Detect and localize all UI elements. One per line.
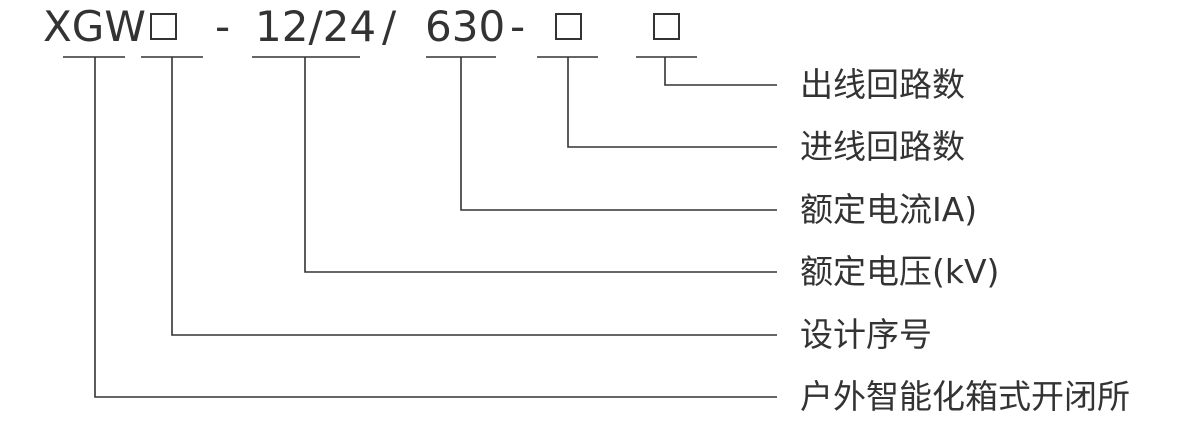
model-slash: / <box>382 2 397 51</box>
model-dash-2: - <box>510 2 526 51</box>
leader-design-serial <box>171 57 777 336</box>
design-serial-box <box>150 13 177 40</box>
outgoing-circuits-box <box>653 13 680 40</box>
leader-incoming <box>567 57 777 148</box>
leader-current <box>460 57 777 211</box>
leader-prefix <box>94 57 777 398</box>
model-voltage: 12/24 <box>255 2 377 51</box>
leader-outgoing <box>664 57 777 86</box>
label-design-serial: 设计序号 <box>800 315 932 354</box>
label-incoming-circuits: 进线回路数 <box>800 127 965 166</box>
label-rated-current: 额定电流IA) <box>800 190 978 229</box>
label-outgoing-circuits: 出线回路数 <box>800 65 965 104</box>
label-rated-voltage: 额定电压(kV) <box>800 252 1000 291</box>
label-product-type: 户外智能化箱式开闭所 <box>800 377 1130 416</box>
model-prefix: XGW <box>43 2 146 51</box>
leader-voltage <box>304 57 777 273</box>
incoming-circuits-box <box>555 13 582 40</box>
model-dash-1: - <box>215 2 231 51</box>
model-current: 630 <box>425 2 506 51</box>
